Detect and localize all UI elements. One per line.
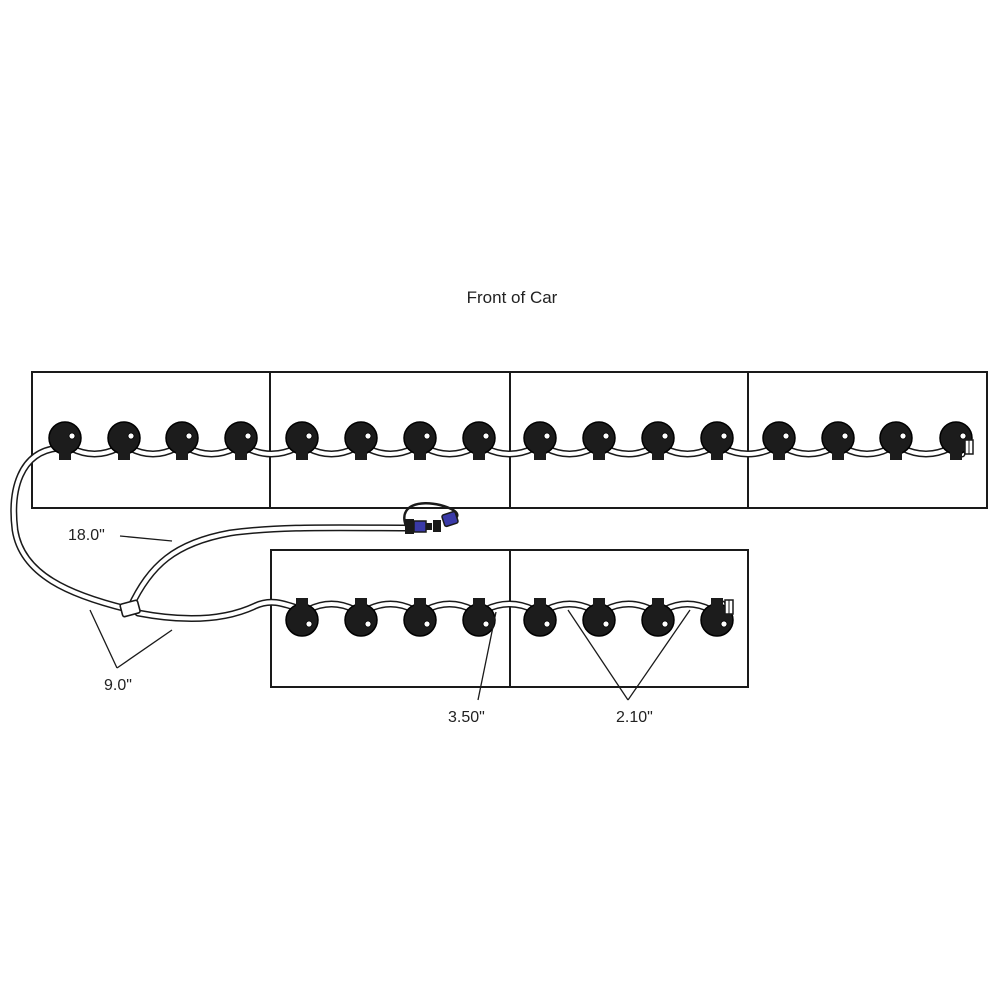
watering-cap-icon — [582, 598, 616, 637]
watering-cap-icon — [523, 598, 557, 637]
watering-cap-icon — [762, 421, 796, 460]
battery-cell — [509, 549, 749, 688]
leader-2-10in-b — [627, 609, 691, 701]
watering-cap-icon — [285, 421, 319, 460]
battery-cell — [747, 371, 988, 509]
watering-cap-icon — [344, 421, 378, 460]
watering-cap-icon — [107, 421, 141, 460]
watering-cap-icon — [165, 421, 199, 460]
dimension-label-18in: 18.0" — [68, 527, 105, 544]
watering-cap-icon — [582, 421, 616, 460]
end-plug-icon — [964, 439, 974, 455]
hose-network — [10, 444, 966, 622]
end-plug-icon — [724, 599, 734, 615]
watering-cap-icon — [700, 421, 734, 460]
tee-fitting-icon — [119, 599, 141, 618]
dimension-label-3-50in: 3.50" — [448, 709, 485, 726]
supply-hose — [126, 524, 410, 612]
dimension-label-2-10in: 2.10" — [616, 709, 653, 726]
bottom-row-caps — [285, 598, 734, 637]
bottom-row-cells — [270, 549, 749, 688]
watering-cap-icon — [285, 598, 319, 637]
leader-3-50in — [477, 611, 497, 701]
watering-cap-icon — [641, 598, 675, 637]
watering-cap-icon — [641, 421, 675, 460]
leader-2-10in-a — [567, 609, 629, 701]
leader-9in-a — [89, 609, 118, 669]
watering-cap-icon — [939, 421, 973, 460]
watering-cap-icon — [344, 598, 378, 637]
watering-cap-icon — [48, 421, 82, 460]
top-row-cells — [31, 371, 988, 509]
leader-18in — [119, 535, 173, 542]
watering-cap-icon — [879, 421, 913, 460]
watering-cap-icon — [821, 421, 855, 460]
top-row-caps — [48, 421, 973, 460]
watering-cap-icon — [403, 598, 437, 637]
watering-cap-icon — [224, 421, 258, 460]
watering-cap-icon — [403, 421, 437, 460]
diagram-title: Front of Car — [467, 288, 558, 307]
quick-connector-icon — [403, 501, 459, 534]
dimension-leaders — [89, 535, 691, 701]
watering-cap-icon — [523, 421, 557, 460]
watering-cap-icon — [462, 421, 496, 460]
dimension-label-9in: 9.0" — [104, 677, 132, 694]
watering-cap-icon — [462, 598, 496, 637]
leader-9in-b — [116, 629, 173, 669]
